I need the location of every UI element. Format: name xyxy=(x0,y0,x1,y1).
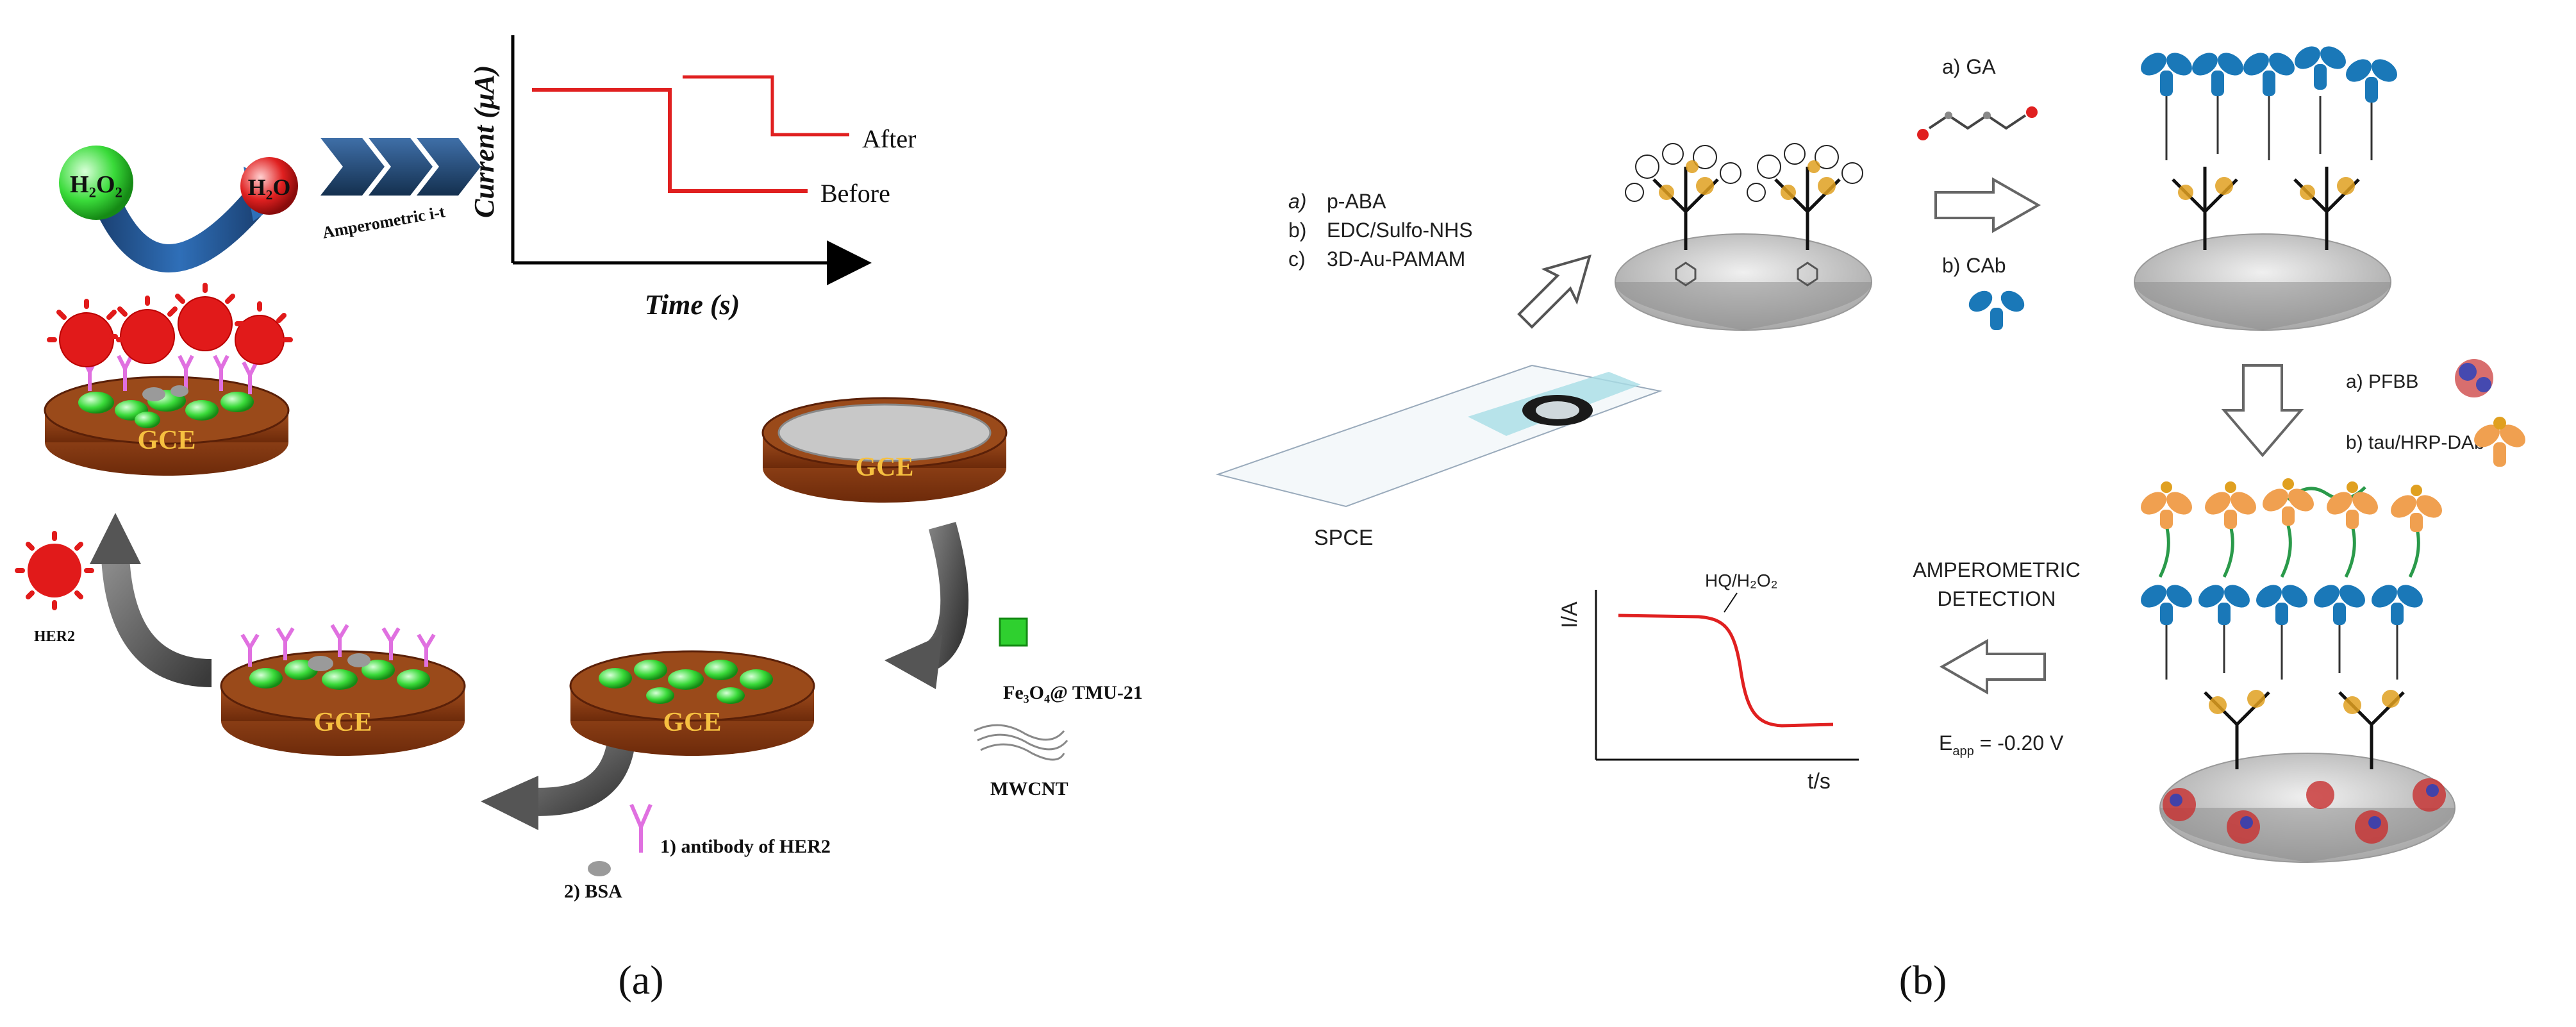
chart-a: Current (μA) Time (s) After Before xyxy=(469,35,916,321)
nanocomposite-cube-icon xyxy=(999,617,1028,647)
after-trace xyxy=(683,75,849,137)
hollow-arrow-icon xyxy=(1517,255,1591,329)
bare-electrode: GCE xyxy=(761,397,1008,503)
hollow-arrow-left-icon xyxy=(1939,639,2046,695)
platform-dendrimer xyxy=(1615,143,1872,331)
curved-arrow-to-top xyxy=(101,556,212,687)
chart-b-trace xyxy=(1618,614,1834,728)
chart-b-xlabel: t/s xyxy=(1807,769,1831,794)
spce-label: SPCE xyxy=(1314,526,1374,550)
step-text: p-ABA xyxy=(1327,190,1386,213)
h2o-sphere xyxy=(240,157,298,215)
chevron-arrow-icon xyxy=(320,138,481,196)
amperometric-label: Amperometric i-t xyxy=(321,202,447,242)
reaction-cycle: H₂O₂ H₂O xyxy=(59,146,298,272)
platform-sandwich xyxy=(2141,478,2456,863)
nanocomposite-label: Fe₃O₄@ TMU-21 xyxy=(1003,682,1143,703)
hollow-arrow-down-icon xyxy=(2221,364,2304,458)
caption-a: (a) xyxy=(618,957,663,1003)
step-letter: b) xyxy=(1288,219,1306,242)
electrode-label: GCE xyxy=(663,708,721,737)
chart-a-xlabel: Time (s) xyxy=(645,289,740,321)
chart-a-ylabel: Current (μA) xyxy=(469,65,500,218)
curved-arrow-bottom xyxy=(524,735,636,816)
chart-b: I/A t/s HQ/H₂O₂ xyxy=(1558,571,1859,794)
pfbb-icon xyxy=(2455,359,2493,397)
panel-b: a) p-ABA b) EDC/Sulfo-NHS c) 3D-Au-PAMAM… xyxy=(1215,46,2525,1003)
step-text: EDC/Sulfo-NHS xyxy=(1327,219,1473,242)
capture-antibody-icon xyxy=(1968,290,2025,330)
chart-b-annotation-line xyxy=(1724,592,1738,613)
electrode-label: GCE xyxy=(855,453,913,482)
panel-a: H₂O₂ H₂O Amperometric i-t Current (μA) T… xyxy=(15,35,1143,1003)
glutaraldehyde-molecule-icon xyxy=(1917,106,2038,140)
pfbb-label: a) PFBB xyxy=(2346,371,2418,392)
step1-label: 1) antibody of HER2 xyxy=(660,836,831,857)
platform-capture-antibody xyxy=(2134,46,2397,331)
bsa-icon xyxy=(588,861,611,876)
amperometric-title-2: DETECTION xyxy=(1938,587,2056,610)
curved-arrowhead-up xyxy=(90,513,141,564)
curved-arrowhead-left xyxy=(885,635,942,689)
her2-legend: HER2 xyxy=(15,531,94,645)
eapp-symbol: Eapp = -0.20 V xyxy=(1939,731,2064,758)
tau-label: b) tau/HRP-DAb xyxy=(2346,432,2485,453)
h2o2-label: H₂O₂ xyxy=(70,171,122,198)
ga-label: a) GA xyxy=(1942,55,1996,78)
h2o2-sphere xyxy=(59,146,133,220)
antibody-electrode: GCE xyxy=(220,624,466,756)
electrode-with-her2: GCE xyxy=(44,283,293,476)
step2-label: 2) BSA xyxy=(564,881,622,902)
her2-label: HER2 xyxy=(34,628,75,645)
amperometric-title-1: AMPEROMETRIC xyxy=(1913,558,2080,581)
caption-b: (b) xyxy=(1899,957,1947,1003)
mwcnt-icon xyxy=(974,724,1068,761)
before-trace xyxy=(532,88,808,193)
step-letter: a) xyxy=(1288,190,1306,213)
electrode-label: GCE xyxy=(137,426,195,455)
after-label: After xyxy=(862,124,916,153)
mwcnt-label: MWCNT xyxy=(990,778,1068,799)
chart-b-annotation: HQ/H₂O₂ xyxy=(1705,571,1778,590)
antibody-icon xyxy=(629,803,652,853)
cab-label: b) CAb xyxy=(1942,254,2006,277)
electrode-label: GCE xyxy=(313,708,372,737)
curved-arrowhead-left-bottom xyxy=(481,776,538,830)
hollow-arrow-right-icon xyxy=(1934,177,2041,233)
tau-hrp-dab-icon xyxy=(2287,417,2525,501)
modified-electrode: GCE xyxy=(569,650,815,756)
h2o-label: H₂O xyxy=(248,174,291,200)
chart-b-ylabel: I/A xyxy=(1558,601,1582,628)
spce-strip: SPCE xyxy=(1215,364,1663,550)
step-text: 3D-Au-PAMAM xyxy=(1327,247,1465,271)
step-letter: c) xyxy=(1288,247,1306,271)
before-label: Before xyxy=(820,179,890,208)
